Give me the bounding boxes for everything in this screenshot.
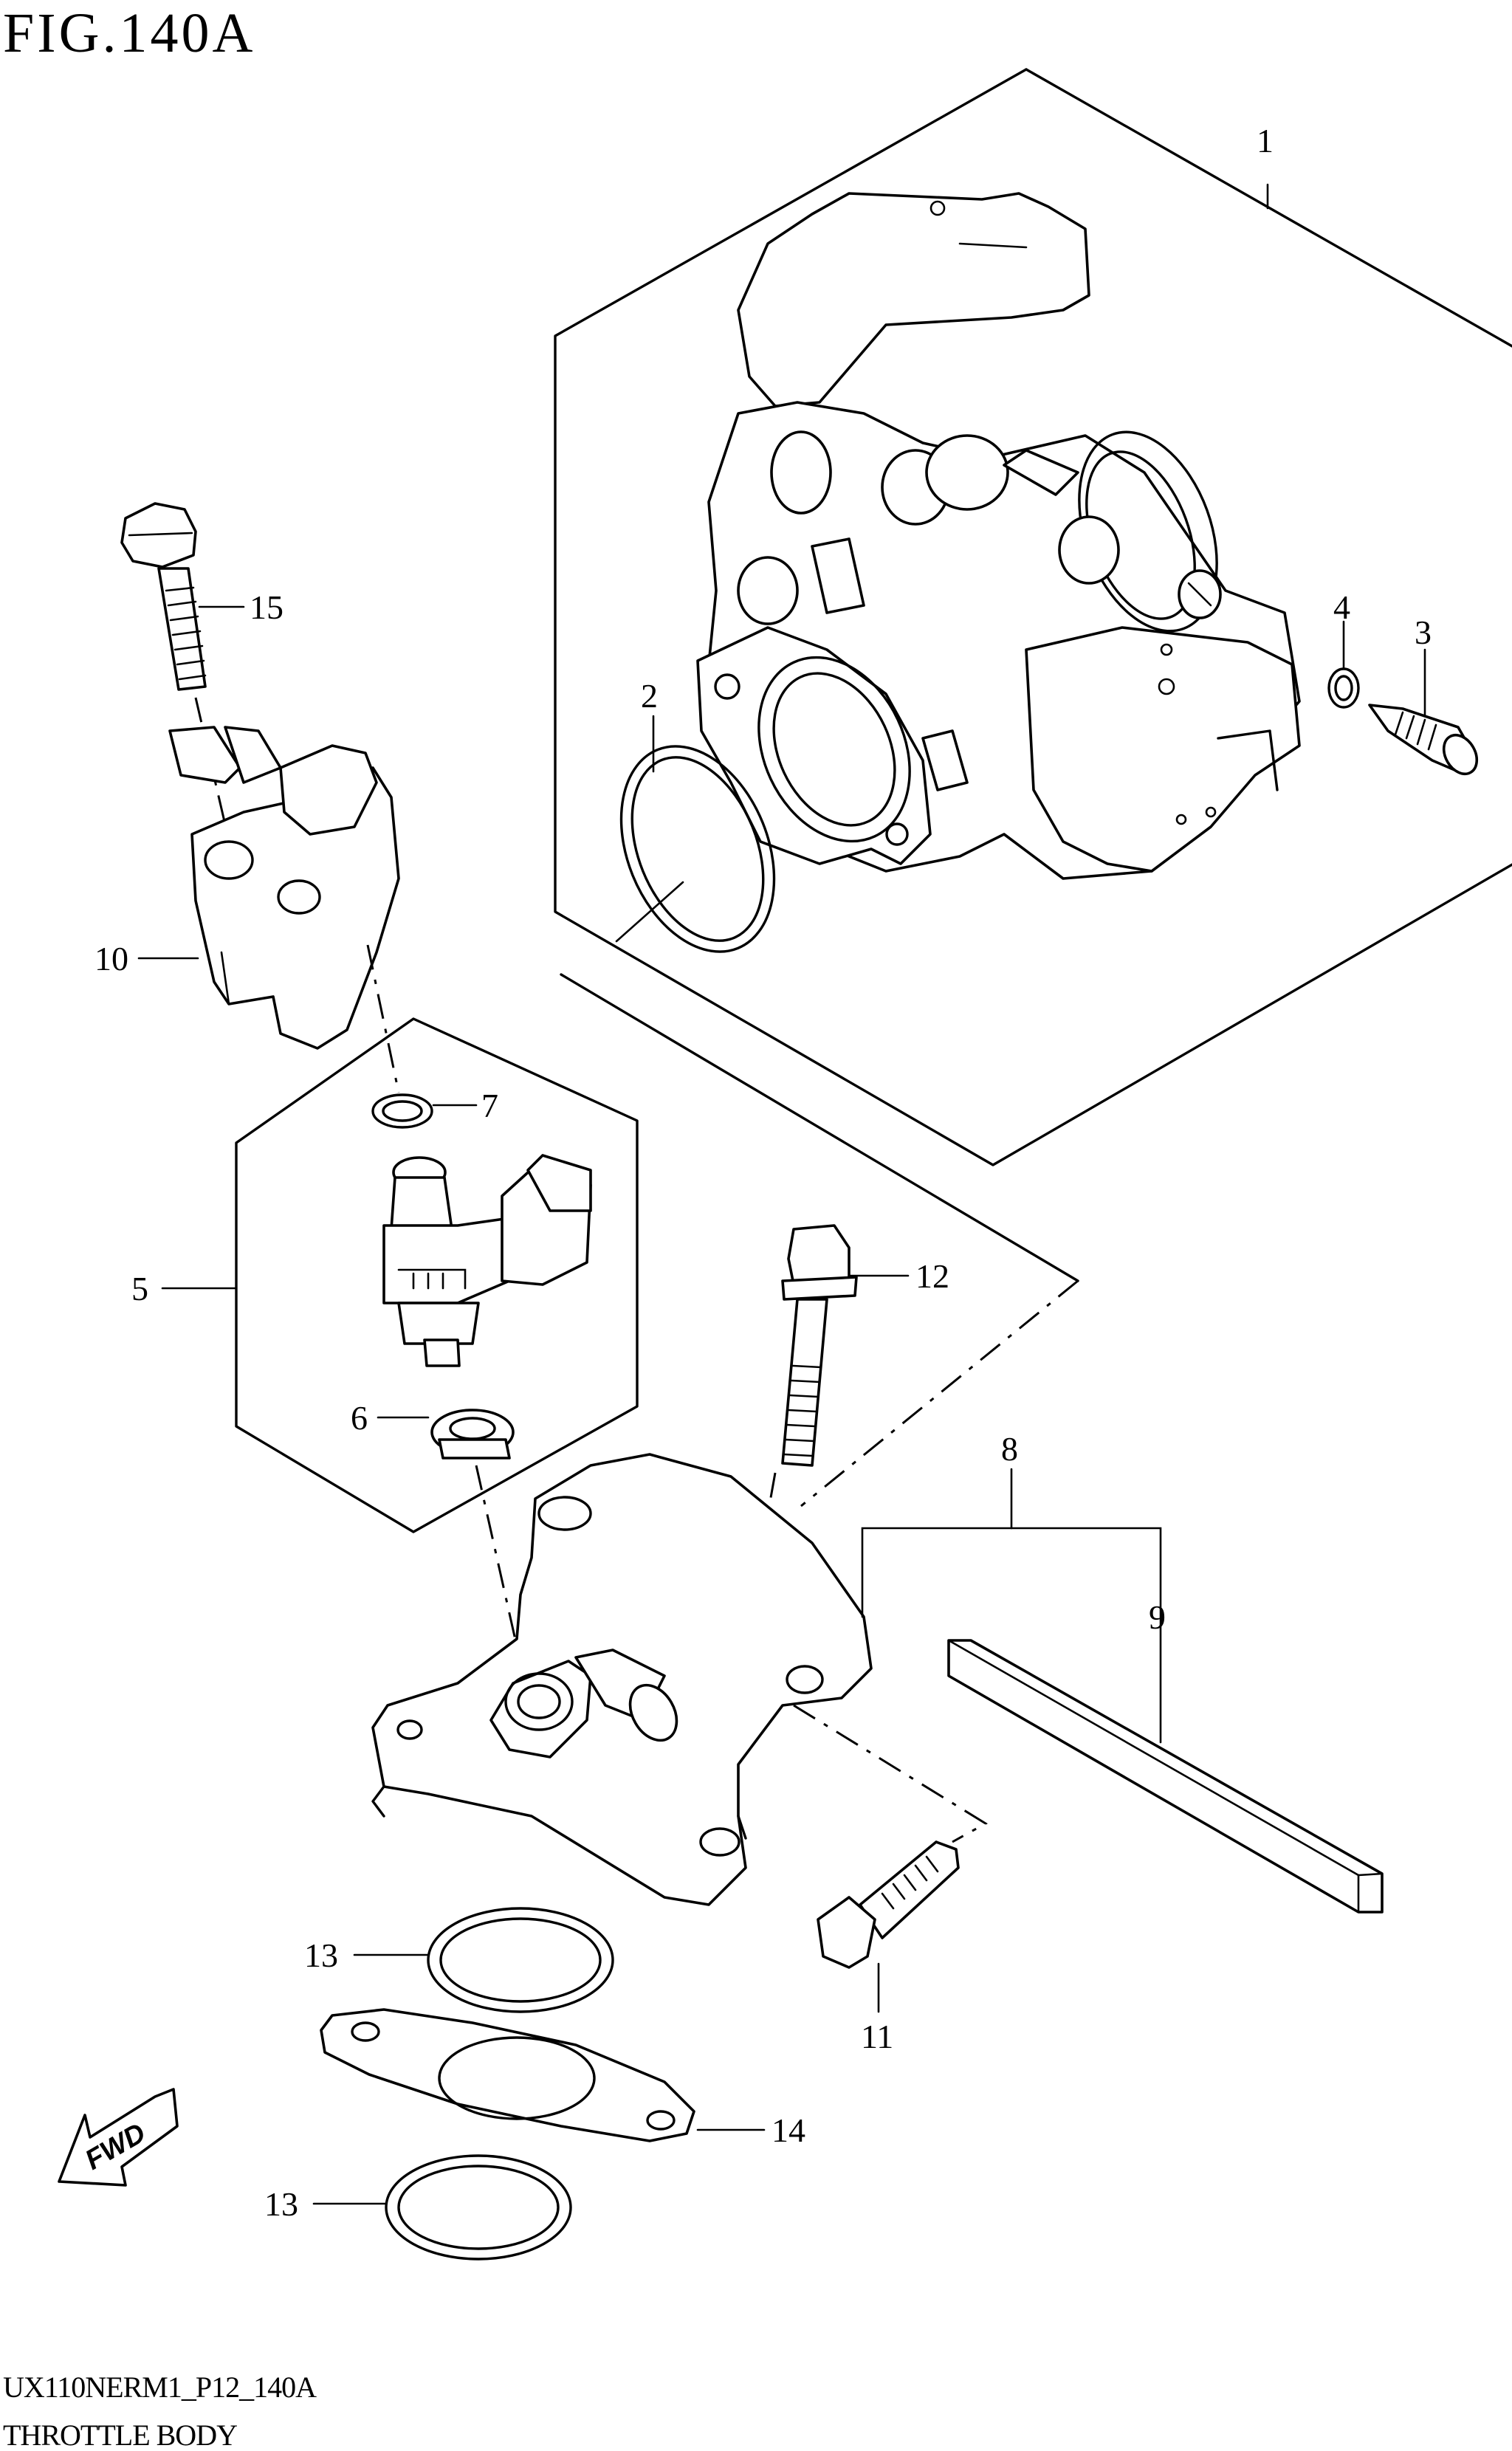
- callout-3: 3: [1415, 613, 1432, 651]
- center-line-11: [793, 1704, 988, 1843]
- figure-code: UX110NERM1_P12_140A: [3, 2371, 317, 2404]
- callout-12: 12: [915, 1257, 949, 1295]
- throttle-body-assembly-outline: [554, 68, 1512, 1282]
- callout-15: 15: [250, 588, 284, 626]
- throttle-body[interactable]: [696, 192, 1301, 880]
- fuel-injector[interactable]: [382, 1154, 592, 1367]
- callout-8: 8: [1001, 1430, 1018, 1468]
- callout-4: 4: [1333, 588, 1350, 626]
- callout-14: 14: [772, 2111, 805, 2149]
- bolt-12[interactable]: [781, 1224, 858, 1467]
- bolt-11[interactable]: [817, 1840, 960, 1969]
- leader-2b: [615, 881, 684, 943]
- callout-5: 5: [131, 1270, 148, 1307]
- washer-4[interactable]: [1327, 667, 1360, 709]
- o-ring-2[interactable]: [593, 723, 803, 974]
- center-line-6: [475, 1465, 518, 1647]
- fwd-arrow-icon: FWD: [58, 2088, 179, 2187]
- callout-9: 9: [1149, 1598, 1166, 1636]
- callout-13-upper: 13: [304, 1936, 338, 1974]
- callout-bracket-8-9: [861, 1468, 1162, 1744]
- injector-assembly-outline: [235, 1017, 639, 1533]
- hose-9[interactable]: [947, 1639, 1384, 1914]
- fuel-bracket-10[interactable]: [168, 726, 400, 1050]
- callout-7: 7: [481, 1087, 498, 1124]
- figure-title: FIG.140A: [3, 2, 255, 64]
- callout-2: 2: [641, 677, 658, 715]
- o-ring-13-lower[interactable]: [385, 2154, 572, 2261]
- callout-1: 1: [1257, 122, 1274, 159]
- o-ring-13-upper[interactable]: [427, 1907, 614, 2013]
- callout-6: 6: [351, 1399, 368, 1437]
- gasket-14[interactable]: [320, 2008, 695, 2142]
- grommet-6[interactable]: [430, 1409, 515, 1460]
- intake-pipe[interactable]: [371, 1453, 873, 1906]
- o-ring-7[interactable]: [371, 1093, 433, 1129]
- callout-10: 10: [94, 940, 128, 977]
- center-line-10: [366, 944, 400, 1093]
- bolt-15[interactable]: [120, 502, 207, 691]
- assembly-line-1: [800, 1279, 1079, 1508]
- screw-3[interactable]: [1368, 704, 1483, 780]
- callout-11: 11: [861, 2018, 893, 2055]
- figure-name: THROTTLE BODY: [3, 2419, 237, 2451]
- callout-13-lower: 13: [264, 2185, 298, 2223]
